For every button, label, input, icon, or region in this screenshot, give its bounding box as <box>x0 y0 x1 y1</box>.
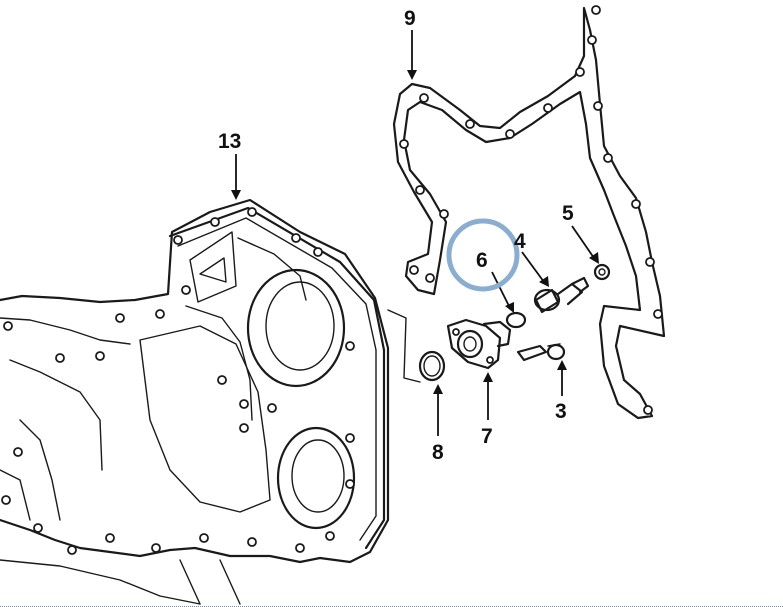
leader-13 <box>231 154 241 200</box>
callout-5: 5 <box>562 202 574 225</box>
leader-7 <box>483 372 493 420</box>
leader-6 <box>491 271 514 313</box>
o-ring <box>418 350 446 382</box>
callout-4: 4 <box>514 230 526 253</box>
callout-3: 3 <box>555 400 567 423</box>
leader-4 <box>521 251 549 287</box>
snap-ring <box>593 263 611 281</box>
highlight-ring <box>446 218 520 292</box>
leader-3 <box>557 360 567 396</box>
shaft-assembly <box>533 276 590 314</box>
callout-7: 7 <box>481 425 493 448</box>
leader-9 <box>407 30 417 80</box>
cover-gasket <box>392 5 666 420</box>
o-ring-inner <box>423 355 441 377</box>
seal-outline <box>387 309 421 383</box>
leader-5 <box>571 225 599 264</box>
bolt <box>516 343 566 362</box>
small-seal <box>505 311 527 329</box>
leader-8 <box>433 384 443 436</box>
callout-13: 13 <box>218 130 241 153</box>
callout-8: 8 <box>432 441 444 464</box>
callout-6: 6 <box>476 249 488 272</box>
callout-9: 9 <box>404 7 416 30</box>
gear-housing <box>0 198 390 605</box>
tensioner-flange <box>446 318 512 370</box>
